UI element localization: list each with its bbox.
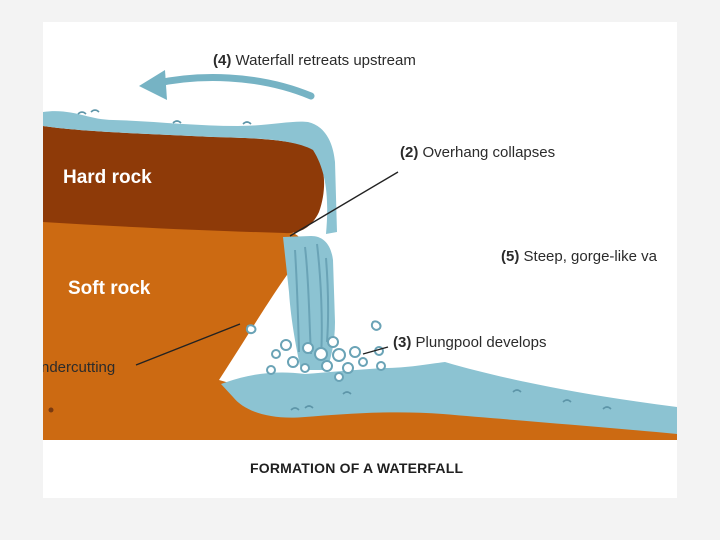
label-plungepool: (3) Plungpool develops: [393, 334, 547, 351]
leader-line-plungepool: [362, 346, 389, 355]
splash-bubbles: [266, 336, 386, 382]
retreat-arrow-head: [139, 70, 167, 100]
debris-dot: [48, 407, 54, 413]
diagram-caption: FORMATION OF A WATERFALL: [250, 460, 464, 476]
waterfall-diagram: [43, 70, 677, 440]
soft-rock-layer: [43, 217, 677, 440]
slide: (4) Waterfall retreats upstream (2) Over…: [43, 22, 677, 498]
hard-rock-layer: [43, 126, 325, 234]
label-overhang-collapses: (2) Overhang collapses: [400, 144, 556, 161]
splash-droplets: [245, 320, 382, 335]
label-hard-rock: Hard rock: [63, 167, 152, 188]
retreat-arrow-curve: [149, 74, 315, 100]
water-ripples: [77, 109, 612, 411]
leader-line-undercutting: [135, 323, 241, 366]
label-waterfall-retreats: (4) Waterfall retreats upstream: [213, 52, 416, 69]
leader-line-overhang: [289, 171, 399, 237]
label-soft-rock: Soft rock: [68, 278, 151, 299]
river-surface-water: [43, 111, 337, 234]
label-steep-valley: (5) Steep, gorge-like va: [501, 248, 657, 265]
falling-water-streaks: [294, 243, 330, 359]
label-undercutting: ndercutting: [43, 359, 116, 376]
